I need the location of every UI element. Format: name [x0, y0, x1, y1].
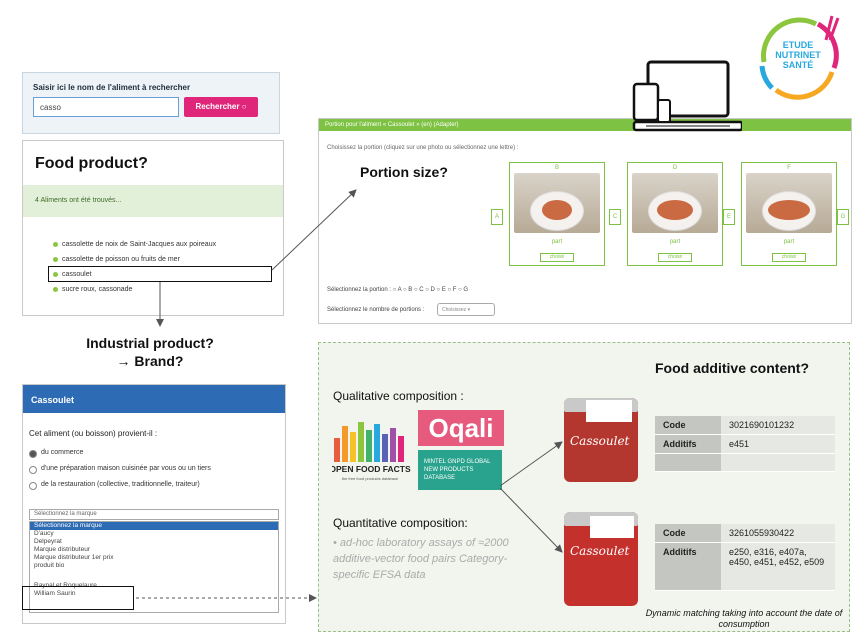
portion-letter-box[interactable]: E: [723, 209, 735, 225]
brand-option[interactable]: Raynal et Roquelaure: [34, 582, 97, 589]
portion-choose-button[interactable]: choisir: [540, 253, 574, 262]
table-key: Code: [655, 416, 721, 435]
portion-question: Portion size?: [360, 164, 448, 180]
open-food-facts-logo: OPEN FOOD FACTS the free food products d…: [332, 422, 411, 481]
redaction-box: [586, 400, 632, 422]
cassoulet-can-1: Cassoulet: [564, 398, 638, 482]
can-brand-text: Cassoulet: [570, 434, 630, 448]
origin-option-commerce[interactable]: du commerce: [29, 449, 83, 458]
portion-photo: [632, 173, 718, 233]
table-row: Additifs e451: [655, 434, 835, 454]
portion-instruction: Choisissez la portion (cliquez sur une p…: [327, 145, 519, 151]
portion-card-label: part: [669, 239, 681, 245]
search-input[interactable]: casso: [33, 97, 179, 117]
portion-letter-box[interactable]: G: [837, 209, 849, 225]
industrial-question-line2: → Brand?: [116, 353, 184, 369]
brand-select[interactable]: Sélectionnez la marque: [29, 509, 279, 520]
food-product-panel: Food product? 4 Aliments ont été trouvés…: [22, 140, 284, 316]
portion-count-select[interactable]: Choisissez ▾: [437, 303, 495, 316]
logo-line3: SANTÉ: [783, 60, 814, 70]
portion-card-letter: F: [787, 165, 791, 171]
table-key: Additifs: [655, 542, 721, 591]
origin-option-restaurant[interactable]: de la restauration (collective, traditio…: [29, 481, 200, 490]
quantitative-label: Quantitative composition:: [333, 516, 468, 530]
portion-letter-box[interactable]: C: [609, 209, 621, 225]
portion-choose-button[interactable]: choisir: [658, 253, 692, 262]
portion-radio-row[interactable]: Sélectionnez la portion : ○ A ○ B ○ C ○ …: [327, 287, 469, 293]
additive-table-1: Code 3021690101232 Additifs e451: [655, 416, 835, 472]
portion-card-label: part: [783, 239, 795, 245]
food-question: Food product?: [35, 155, 148, 172]
portion-photo: [514, 173, 600, 233]
off-logo-text: OPEN FOOD FACTS: [332, 464, 411, 474]
cassoulet-panel: Cassoulet Cet aliment (ou boisson) provi…: [22, 384, 286, 624]
portion-card-label: part: [551, 239, 563, 245]
portion-panel: Portion pour l'aliment « Cassoulet » (en…: [318, 118, 852, 324]
oqali-logo: Oqali: [418, 410, 504, 446]
dynamic-matching-note: Dynamic matching taking into account the…: [645, 608, 843, 629]
brand-highlight-box: [22, 586, 134, 610]
quantitative-description: • ad-hoc laboratory assays of ≈2000 addi…: [333, 537, 509, 581]
list-item[interactable]: sucre roux, cassonade: [53, 282, 216, 297]
logo-line2: NUTRINET: [775, 50, 821, 60]
devices-icon: [632, 60, 742, 132]
table-row: Additifs e250, e316, e407a, e450, e451, …: [655, 542, 835, 591]
brand-option[interactable]: produit bio: [34, 562, 65, 569]
table-row: Code 3021690101232: [655, 416, 835, 435]
brand-option[interactable]: D'aucy: [34, 530, 54, 537]
brand-option[interactable]: Marque distributeur: [34, 546, 90, 553]
arrow-to-can-1: [499, 441, 563, 487]
food-result-list: cassolette de noix de Saint-Jacques aux …: [53, 237, 216, 297]
portion-card[interactable]: F part choisir: [741, 162, 837, 266]
origin-option-homemade[interactable]: d'une préparation maison cuisinée par vo…: [29, 465, 211, 474]
table-row: Code 3261055930422: [655, 524, 835, 543]
origin-question: Cet aliment (ou boisson) provient-il :: [29, 429, 158, 438]
industrial-question-line1: Industrial product?: [86, 335, 214, 351]
portion-card-letter: D: [672, 165, 678, 171]
portion-photo: [746, 173, 832, 233]
table-value: e250, e316, e407a, e450, e451, e452, e50…: [721, 542, 835, 591]
portion-letter-box[interactable]: A: [491, 209, 503, 225]
industrial-question: Industrial product? → Brand?: [60, 334, 240, 370]
qualitative-label: Qualitative composition :: [333, 389, 464, 403]
table-key: Code: [655, 524, 721, 543]
portion-card[interactable]: B part choisir: [509, 162, 605, 266]
redaction-box: [590, 516, 634, 538]
list-item[interactable]: cassolette de noix de Saint-Jacques aux …: [53, 237, 216, 252]
brand-option[interactable]: William Saurin: [34, 590, 76, 597]
nutrinet-sante-logo: ETUDE NUTRINET SANTÉ: [759, 15, 840, 100]
off-logo-subtext: the free food products database: [342, 476, 399, 481]
additive-table-2: Code 3261055930422 Additifs e250, e316, …: [655, 524, 835, 591]
portion-card[interactable]: D part choisir: [627, 162, 723, 266]
logo-line1: ETUDE: [783, 40, 814, 50]
table-value: e451: [721, 434, 835, 454]
search-button[interactable]: Rechercher ○: [184, 97, 258, 117]
brand-option[interactable]: Delpeyrat: [34, 538, 62, 545]
table-row: [655, 453, 835, 472]
cassoulet-highlight-box: [48, 266, 272, 282]
search-label: Saisir ici le nom de l'aliment à recherc…: [33, 83, 191, 92]
table-value: 3261055930422: [721, 524, 835, 543]
can-brand-text: Cassoulet: [570, 544, 630, 558]
arrow-to-can-2: [499, 487, 563, 553]
table-key: Additifs: [655, 434, 721, 454]
additive-question: Food additive content?: [655, 360, 809, 376]
portion-choose-button[interactable]: choisir: [772, 253, 806, 262]
cassoulet-header: Cassoulet: [23, 385, 285, 413]
table-value: 3021690101232: [721, 416, 835, 435]
search-panel: Saisir ici le nom de l'aliment à recherc…: [22, 72, 280, 134]
list-item[interactable]: cassoulet: [53, 267, 216, 282]
cassoulet-can-2: Cassoulet: [564, 512, 638, 606]
results-found-banner: 4 Aliments ont été trouvés...: [23, 185, 283, 217]
brand-option[interactable]: Marque distributeur 1er prix: [34, 554, 114, 561]
brand-option[interactable]: Sélectionnez la marque: [30, 522, 278, 530]
list-item[interactable]: cassolette de poisson ou fruits de mer: [53, 252, 216, 267]
portion-count-label: Sélectionnez le nombre de portions :: [327, 307, 425, 313]
arrow-to-portion: [271, 189, 357, 271]
mintel-gnpd-logo: MINTEL GNPD GLOBAL NEW PRODUCTS DATABASE: [418, 450, 502, 490]
portion-card-letter: B: [554, 165, 559, 171]
